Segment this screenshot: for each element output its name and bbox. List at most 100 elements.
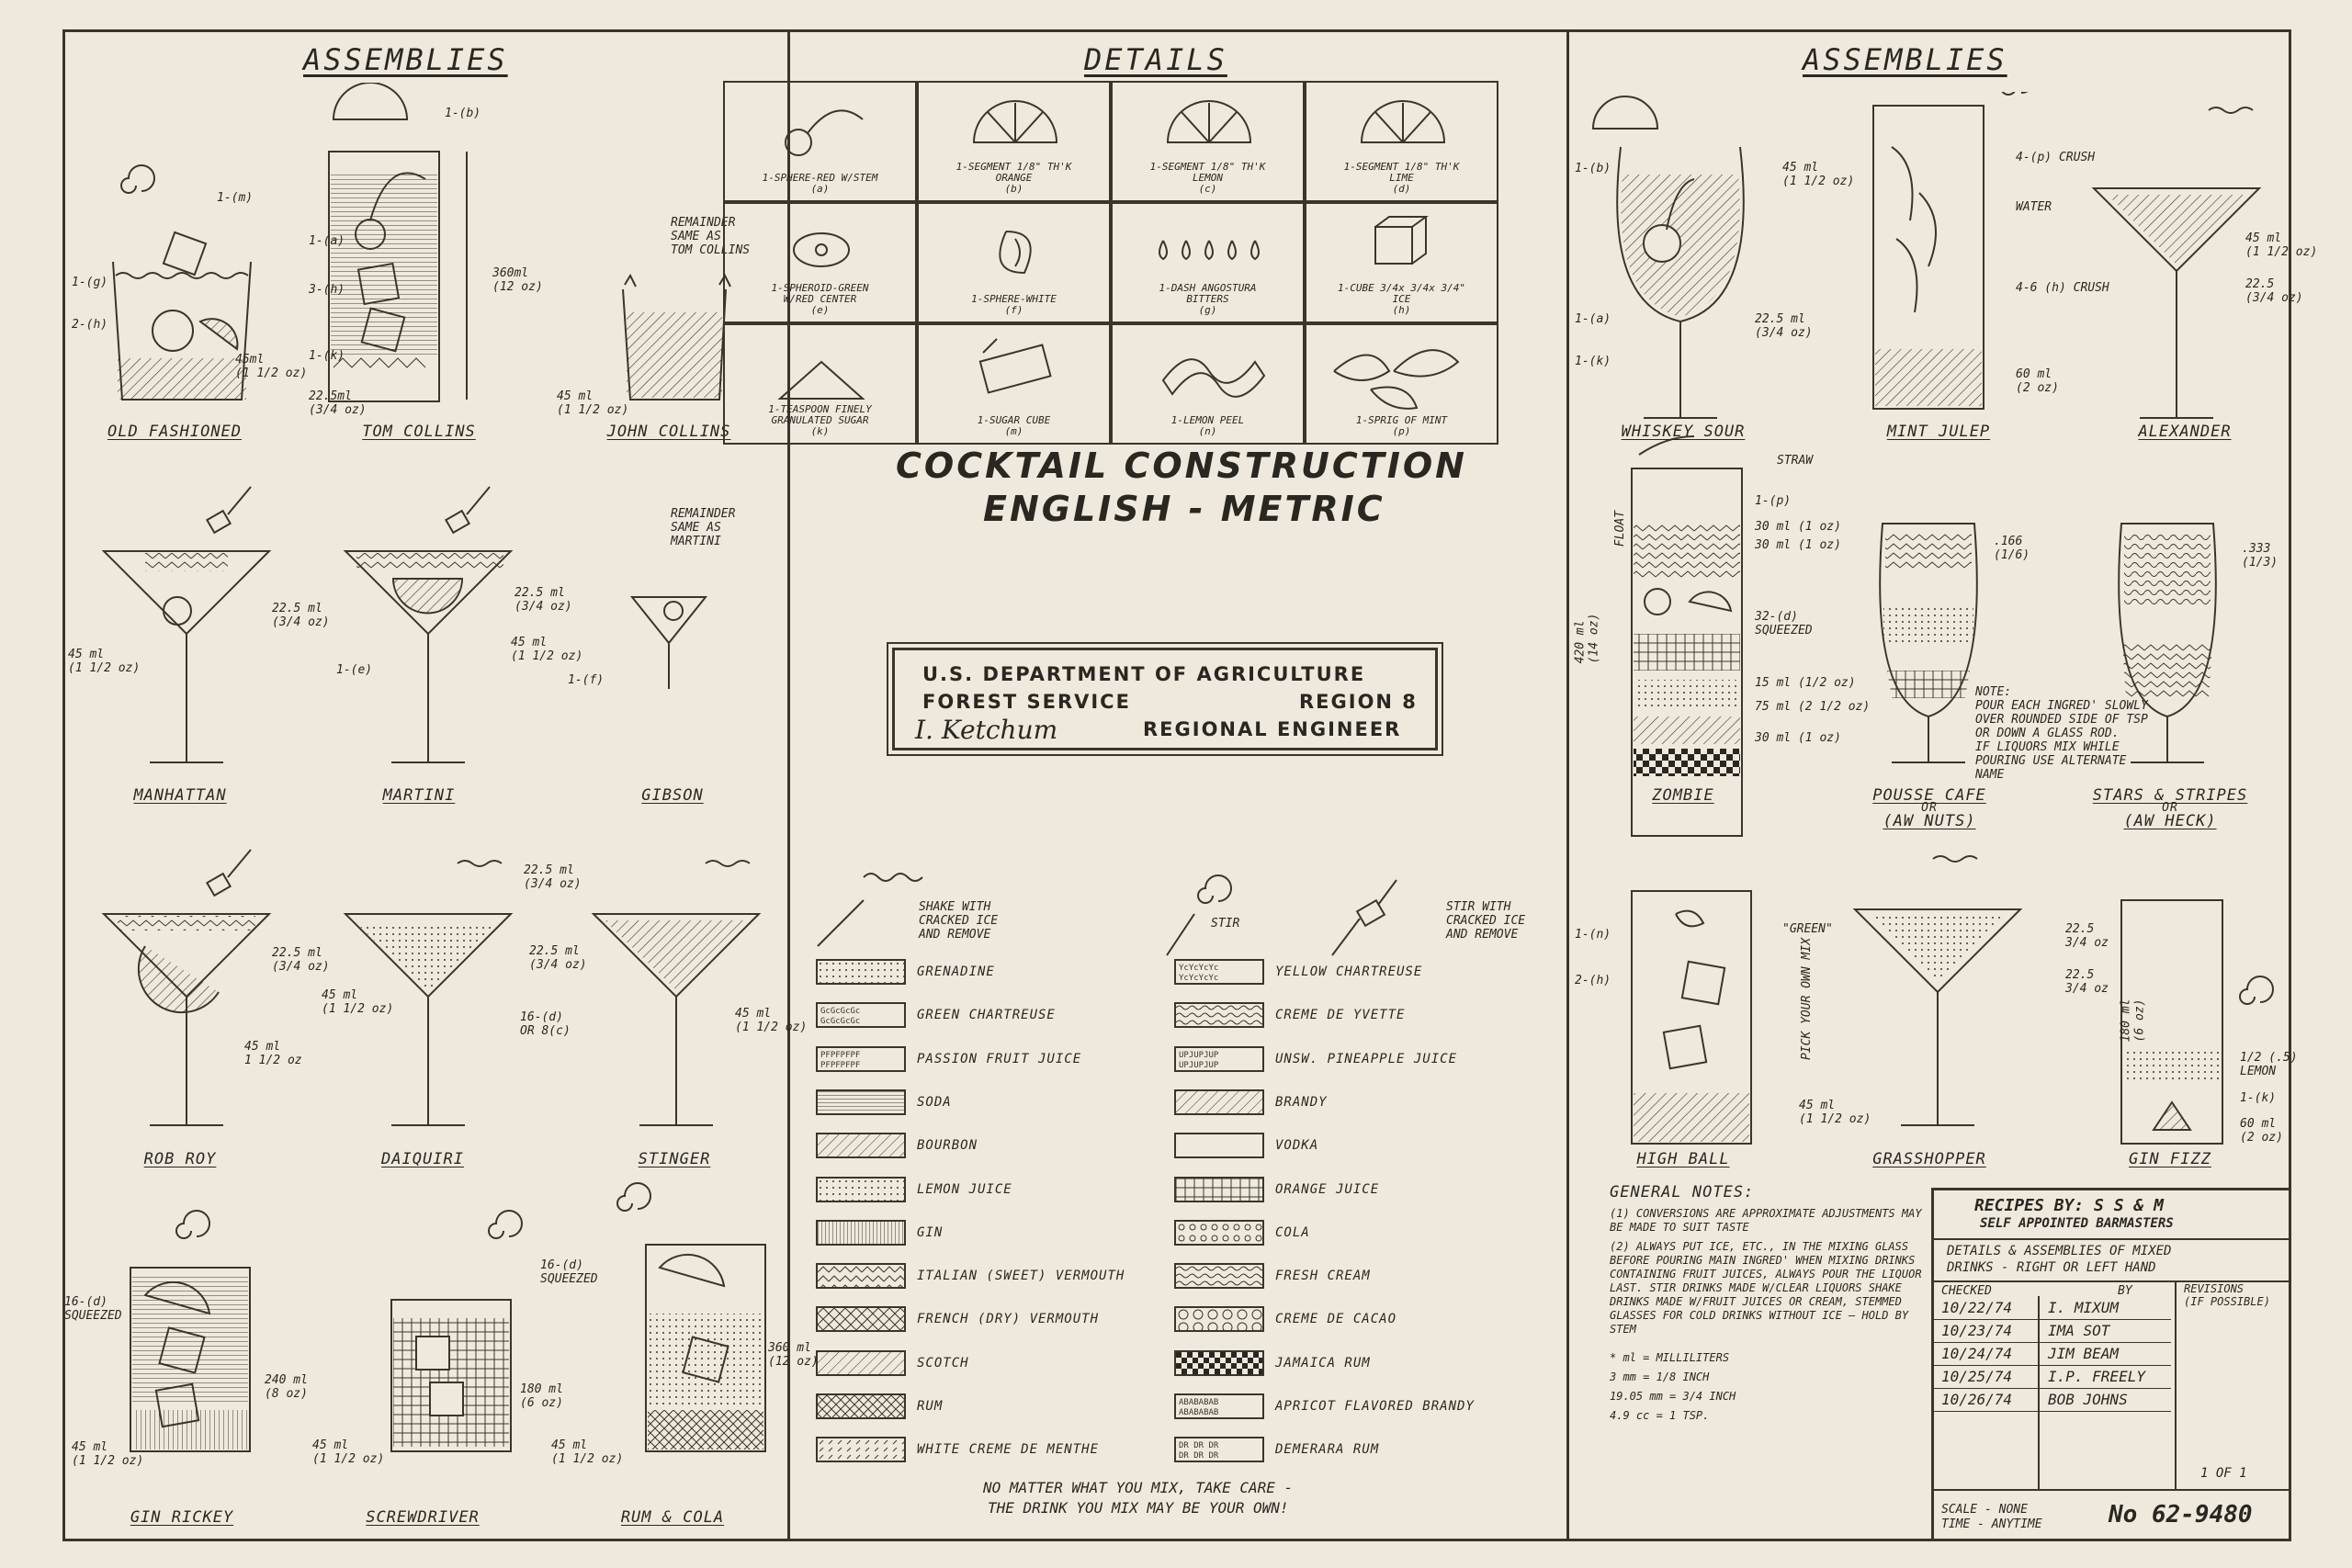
label-screwdriver: SCREWDRIVER <box>366 1508 480 1527</box>
header-details: DETAILS <box>1084 42 1227 77</box>
note-stars-frac: .333 (1/3) <box>2242 542 2278 570</box>
barmasters: SELF APPOINTED BARMASTERS <box>1980 1216 2174 1231</box>
svg-text:DR DR DR: DR DR DR <box>1179 1441 1219 1450</box>
ref-h2: 2-(h) <box>72 318 108 332</box>
ref-k: 1-(k) <box>309 349 345 363</box>
label-john-collins: JOHN COLLINS <box>606 423 731 441</box>
ref-k-gin-fizz: 1-(k) <box>2240 1091 2277 1105</box>
time: TIME - ANYTIME <box>1941 1517 2042 1531</box>
label-stinger: STINGER <box>638 1150 711 1168</box>
note-alexander-b: 22.5 (3/4 oz) <box>2245 277 2303 305</box>
svg-text:ABABABAB: ABABABAB <box>1179 1398 1218 1407</box>
legend-label: GREEN CHARTREUSE <box>917 1008 1056 1023</box>
legend-label: BRANDY <box>1275 1094 1328 1110</box>
svg-text:PFPFPFPF: PFPFPFPF <box>820 1061 860 1070</box>
signoff-name: I.P. FREELY <box>2048 1368 2145 1385</box>
detail-h-caption: 1-CUBE 3/4x 3/4x 3/4" ICE (h) <box>1337 282 1466 316</box>
note-whiskey-sour-a: 45 ml (1 1/2 oz) <box>1782 161 1855 188</box>
title-line1: COCKTAIL CONSTRUCTION <box>896 446 1467 486</box>
note-stinger-b: 45 ml (1 1/2 oz) <box>735 1007 808 1034</box>
detail-p: 1-SPRIG OF MINT (p) <box>1305 323 1498 445</box>
note-pousse-frac: .166 (1/6) <box>1994 535 2030 562</box>
note-zombie-b: 32-(d) SQUEEZED <box>1755 610 1813 637</box>
footer-note-2: THE DRINK YOU MIX MAY BE YOUR OWN! <box>988 1499 1289 1517</box>
method-stir-with: STIR WITH CRACKED ICE AND REMOVE <box>1446 900 1526 942</box>
detail-a-icon <box>785 109 864 156</box>
note-daiquiri-b: 45 ml (1 1/2 oz) <box>322 988 394 1016</box>
method-stir: STIR <box>1211 917 1240 931</box>
note-zombie-e: 30 ml (1 oz) <box>1755 731 1841 745</box>
right-divider <box>1566 32 1569 1539</box>
label-gibson: GIBSON <box>641 786 704 805</box>
legend-label: LEMON JUICE <box>917 1181 1012 1197</box>
label-stars-stripes: STARS & STRIPES <box>2092 786 2248 805</box>
legend-swatch <box>816 1263 906 1290</box>
ref-b: 1-(b) <box>445 107 481 120</box>
agency-region: REGION 8 <box>1299 691 1418 713</box>
note-manhattan-b: 45 ml (1 1/2 oz) <box>68 648 141 675</box>
legend-label: CREME DE YVETTE <box>1275 1008 1406 1023</box>
ref-h2-right: 2-(h) <box>1575 974 1611 987</box>
details-grid: 1-SPHERE-RED W/STEM (a) 1-SEGMENT 1/8" TH… <box>723 81 1500 445</box>
legend-label: FRESH CREAM <box>1275 1269 1371 1284</box>
note-gin-fizz-a: 1/2 (.5) LEMON <box>2240 1051 2298 1078</box>
note-gin-fizz-b: 60 ml (2 oz) <box>2240 1117 2283 1145</box>
legend-label: FRENCH (DRY) VERMOUTH <box>917 1312 1100 1327</box>
label-zombie: ZOMBIE <box>1652 786 1714 805</box>
legend-label: ITALIAN (SWEET) VERMOUTH <box>917 1269 1125 1284</box>
detail-c: 1-SEGMENT 1/8" TH'K LEMON (c) <box>1111 81 1305 202</box>
agency-line1: U.S. DEPARTMENT OF AGRICULTURE <box>922 663 1366 685</box>
detail-d-caption: 1-SEGMENT 1/8" TH'K LIME (d) <box>1343 161 1460 195</box>
detail-f: 1-SPHERE-WHITE (f) <box>917 202 1111 323</box>
label-grasshopper: GRASSHOPPER <box>1872 1150 1986 1168</box>
legend-label: YELLOW CHARTREUSE <box>1275 964 1423 979</box>
note-screwdriver-vol: 180 ml (6 oz) <box>520 1382 563 1410</box>
detail-h: 1-CUBE 3/4x 3/4x 3/4" ICE (h) <box>1305 202 1498 323</box>
detail-n-icon <box>1161 358 1266 398</box>
note-john-collins: REMAINDER SAME AS TOM COLLINS <box>671 216 751 257</box>
detail-b-icon <box>972 100 1058 143</box>
conversion-ml: * ml = MILLILITERS <box>1610 1351 1730 1364</box>
note-high-ball-green: "GREEN" <box>1782 922 1833 936</box>
note-zombie-a: 30 ml (1 oz) <box>1755 520 1841 534</box>
label-mint-julep: MINT JULEP <box>1886 423 1991 441</box>
legend-swatch <box>816 959 906 985</box>
signoff-date: 10/24/74 <box>1941 1345 2013 1362</box>
note-whiskey-sour-b: 22.5 ml (3/4 oz) <box>1755 312 1813 340</box>
header-assemblies-left: ASSEMBLIES <box>303 42 508 77</box>
label-stars-stripes-or: OR <box>2162 801 2178 815</box>
detail-n: 1-LEMON PEEL (n) <box>1111 323 1305 445</box>
sheet-count: 1 OF 1 <box>2200 1466 2247 1481</box>
ref-m: 1-(m) <box>217 191 254 205</box>
legend-label: ORANGE JUICE <box>1275 1181 1380 1197</box>
legend-swatch <box>816 1437 906 1463</box>
signoff-date: 10/26/74 <box>1941 1391 2013 1408</box>
left-divider <box>787 32 790 1539</box>
label-old-fashioned: OLD FASHIONED <box>107 423 243 441</box>
label-gin-rickey: GIN RICKEY <box>130 1508 234 1527</box>
label-alexander: ALEXANDER <box>2138 423 2232 441</box>
note-tom-collins-base: 22.5ml (3/4 oz) <box>309 389 367 417</box>
drawing-number: No 62-9480 <box>2109 1501 2253 1529</box>
note-martini-b: 45 ml (1 1/2 oz) <box>511 636 583 663</box>
svg-text:GcGcGcGc: GcGcGcGc <box>820 1017 860 1026</box>
svg-text:YcYcYcYc: YcYcYcYc <box>1179 964 1218 973</box>
legend-label: WHITE CREME DE MENTHE <box>917 1442 1100 1458</box>
detail-c-caption: 1-SEGMENT 1/8" TH'K LEMON (c) <box>1149 161 1266 195</box>
ref-a: 1-(a) <box>309 234 345 248</box>
conversion-mm: 3 mm = 1/8 INCH <box>1610 1371 1710 1383</box>
agency-line3: REGIONAL ENGINEER <box>1143 718 1402 740</box>
checked-header: CHECKED <box>1941 1284 1992 1298</box>
legend-swatch <box>1174 1306 1264 1333</box>
legend-swatch <box>1174 1219 1264 1246</box>
detail-a-caption: 1-SPHERE-RED W/STEM (a) <box>762 172 878 195</box>
left-assemblies-drawings <box>101 83 766 1452</box>
label-manhattan: MANHATTAN <box>133 786 227 805</box>
conversion-tsp: 4.9 cc = 1 TSP. <box>1610 1409 1710 1422</box>
note-daiquiri-a: 22.5 ml (3/4 oz) <box>529 944 587 972</box>
